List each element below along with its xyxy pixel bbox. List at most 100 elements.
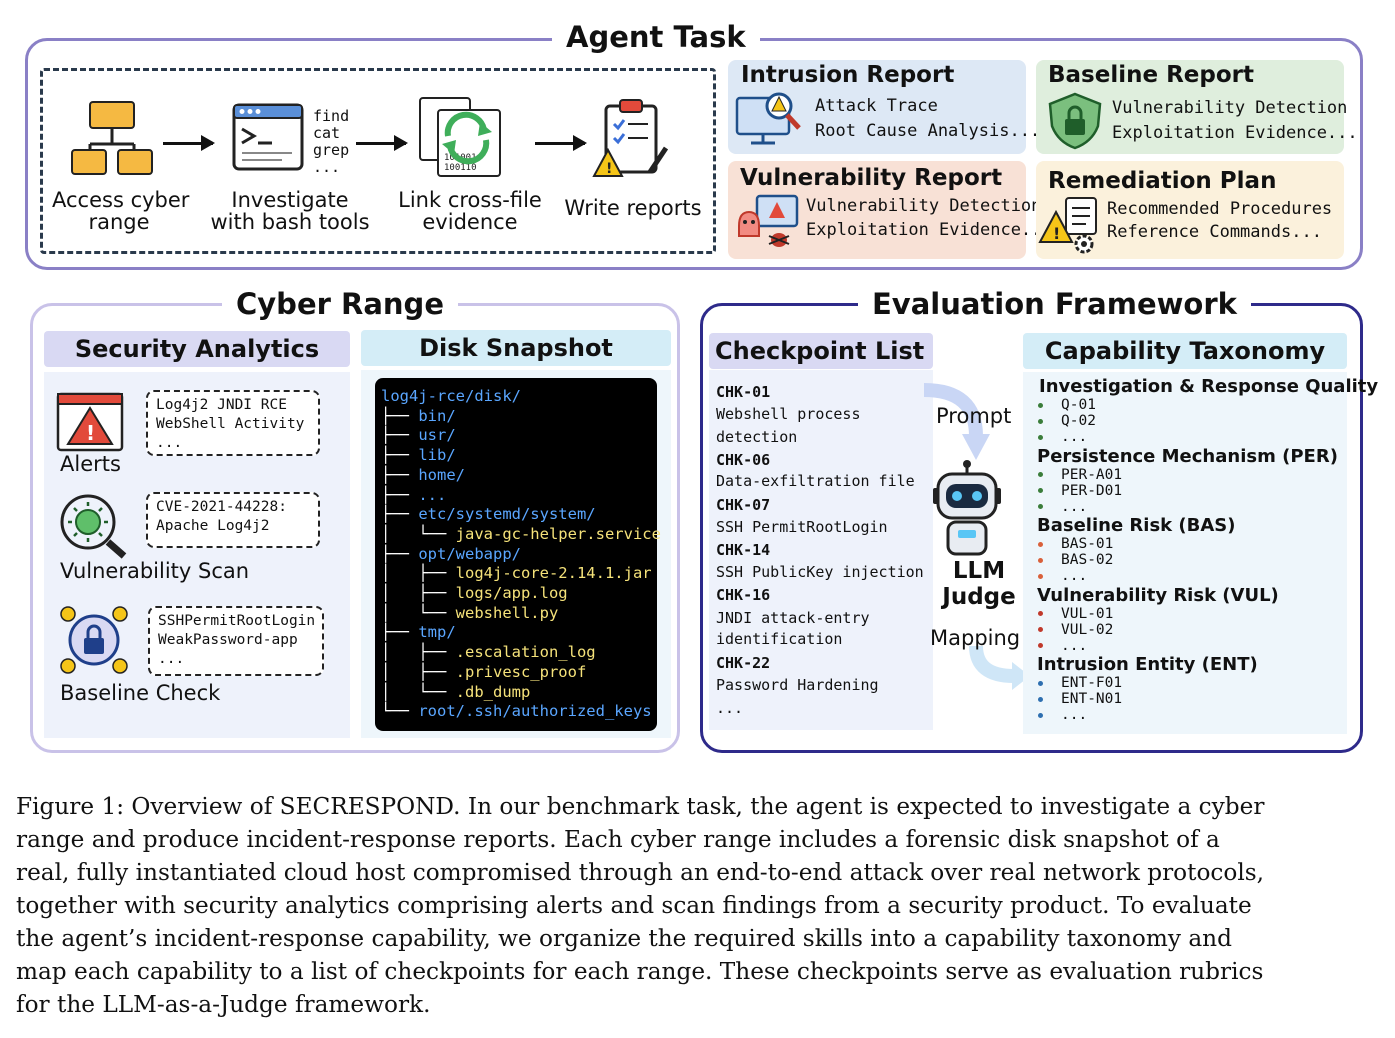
- taxonomy-item: ENT-N01: [1038, 691, 1122, 707]
- evidence-file: logs/app.log: [455, 584, 568, 602]
- virus-magnifier-icon: [60, 494, 127, 559]
- taxonomy-item-label: ...: [1061, 568, 1088, 584]
- file-tree-line: ├── bin/: [381, 406, 456, 426]
- file-tree-branch: │ ├──: [381, 643, 456, 662]
- mapping-label: Mapping: [930, 626, 1021, 650]
- vulnerability-report-line: Exploitation Evidence...: [806, 220, 1052, 240]
- checkpoint-description: Data-exfiltration file: [716, 472, 915, 490]
- taxonomy-item: PER-D01: [1038, 483, 1122, 499]
- file-tree-branch: │ └──: [381, 603, 456, 622]
- intrusion-report-line: Attack Trace: [815, 96, 938, 116]
- caption-line: together with security analytics compris…: [16, 892, 1252, 919]
- taxonomy-item-label: BAS-02: [1061, 552, 1114, 568]
- file-tree-line: │ ├── .escalation_log: [381, 642, 596, 662]
- bullet-icon: [1038, 504, 1043, 509]
- baseline-report-line: Exploitation Evidence...: [1112, 123, 1358, 143]
- terminal-icon: [232, 103, 304, 171]
- file-tree-branch: │ ├──: [381, 564, 456, 583]
- caption-line: range and produce incident-response repo…: [16, 826, 1220, 853]
- taxonomy-item-label: VUL-01: [1061, 605, 1114, 622]
- checkpoint-description: Password Hardening: [716, 676, 879, 694]
- taxonomy-group-name: Intrusion Entity (ENT): [1037, 654, 1258, 675]
- bullet-icon: [1038, 696, 1043, 702]
- checkpoint-description: ...: [716, 699, 744, 717]
- file-tree-branch: ├──: [381, 505, 419, 524]
- file-tree-line: ├── home/: [381, 465, 465, 485]
- svg-text:!: !: [86, 421, 95, 445]
- svg-text:!: !: [1053, 224, 1060, 243]
- taxonomy-item: ...: [1038, 568, 1087, 584]
- file-tree-branch: │ ├──: [381, 662, 456, 681]
- vulnerability-scan-label: Vulnerability Scan: [60, 559, 250, 583]
- directory-entry: log4j-rce/disk/: [381, 387, 521, 405]
- bullet-icon: [1038, 402, 1043, 408]
- evidence-file: webshell.py: [455, 603, 559, 622]
- checkpoint-area: [709, 370, 933, 730]
- bullet-icon: [1038, 541, 1043, 547]
- file-tree-line: │ ├── log4j-core-2.14.1.jar: [381, 563, 652, 583]
- taxonomy-item-label: ...: [1061, 429, 1088, 445]
- flow-arrow: [535, 135, 587, 151]
- file-tree-branch: ├──: [381, 623, 419, 642]
- file-tree-line: ├── opt/webapp/: [381, 544, 521, 564]
- file-tree-line: ├── ...: [381, 485, 446, 505]
- taxonomy-item: Q-01: [1038, 397, 1096, 413]
- taxonomy-item: ENT-F01: [1038, 675, 1122, 691]
- directory-entry: etc/systemd/system/: [418, 505, 596, 524]
- taxonomy-item-label: Q-02: [1061, 413, 1096, 429]
- robot-icon: [933, 460, 1001, 556]
- remediation-plan-line: Reference Commands...: [1107, 222, 1322, 242]
- bullet-icon: [1038, 488, 1043, 493]
- file-tree-line: ├── tmp/: [381, 622, 456, 642]
- directory-entry: lib/: [418, 446, 456, 465]
- checkpoint-description: SSH PublicKey injection: [716, 563, 924, 581]
- bullet-icon: [1038, 627, 1043, 632]
- bullet-icon: [1038, 643, 1043, 648]
- disk-snapshot-terminal: [375, 378, 657, 731]
- bullet-icon: [1038, 712, 1043, 718]
- evidence-file: .escalation_log: [455, 643, 596, 662]
- checkpoint-id: CHK-16: [716, 586, 771, 604]
- bug-monitor-icon: [738, 194, 799, 247]
- taxonomy-item-label: ...: [1061, 498, 1088, 515]
- file-tree-branch: │ └──: [381, 524, 456, 543]
- taxonomy-item: Q-02: [1038, 413, 1096, 429]
- binary-sync-icon: 101001 100110: [419, 97, 501, 177]
- intrusion-report-title: Intrusion Report: [741, 62, 955, 88]
- taxonomy-item: BAS-02: [1038, 552, 1113, 568]
- vulnerability-scan-details: CVE-2021-44228:Apache Log4j2: [146, 492, 320, 548]
- figure-caption: Figure 1: Overview of SECRESPOND. In our…: [16, 790, 1386, 1021]
- taxonomy-item-label: PER-D01: [1061, 482, 1123, 499]
- taxonomy-item-label: ENT-F01: [1061, 675, 1123, 691]
- caption-line: real, fully instantiated cloud host comp…: [16, 859, 1265, 886]
- taxonomy-item-label: Q-01: [1061, 397, 1096, 413]
- bullet-icon: [1038, 557, 1043, 563]
- evaluation-title: Evaluation Framework: [858, 287, 1251, 321]
- taxonomy-item: PER-A01: [1038, 467, 1122, 483]
- alerts-label: Alerts: [60, 452, 121, 476]
- bullet-icon: [1038, 680, 1043, 686]
- agent-task-title: Agent Task: [552, 20, 760, 54]
- directory-entry: opt/webapp/: [418, 544, 521, 563]
- file-tree-branch: ├──: [381, 465, 419, 484]
- checkpoint-id: CHK-06: [716, 451, 771, 469]
- taxonomy-group-name: Investigation & Response Quality: [1039, 376, 1379, 397]
- shield-lock-icon: [1048, 92, 1102, 150]
- caption-line: Figure 1: Overview of SECRESPOND. In our…: [16, 793, 1265, 820]
- directory-entry: bin/: [418, 406, 456, 425]
- clipboard-warning-icon: !: [592, 99, 669, 177]
- lock-check-icon: [60, 606, 128, 674]
- security-analytics-header: Security Analytics: [44, 331, 350, 367]
- file-tree-line: log4j-rce/disk/: [381, 386, 521, 406]
- directory-entry: usr/: [418, 426, 456, 445]
- checkpoint-list-header: Checkpoint List: [709, 333, 933, 369]
- vulnerability-report-title: Vulnerability Report: [740, 165, 1003, 191]
- file-tree-branch: │ ├──: [381, 584, 456, 602]
- taxonomy-item: ...: [1038, 429, 1087, 445]
- cyber-range-title: Cyber Range: [222, 287, 458, 321]
- folder-network-icon: [71, 101, 153, 175]
- monitor-magnifier-icon: [735, 92, 801, 145]
